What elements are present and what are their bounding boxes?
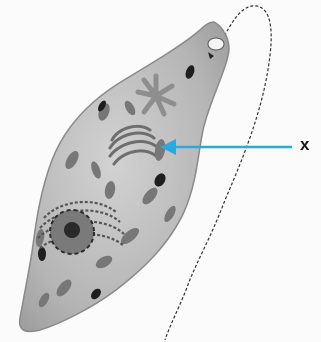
reservoir bbox=[208, 38, 224, 50]
cell-body bbox=[20, 22, 229, 332]
label-x: x bbox=[300, 136, 309, 153]
nucleus bbox=[50, 210, 94, 254]
